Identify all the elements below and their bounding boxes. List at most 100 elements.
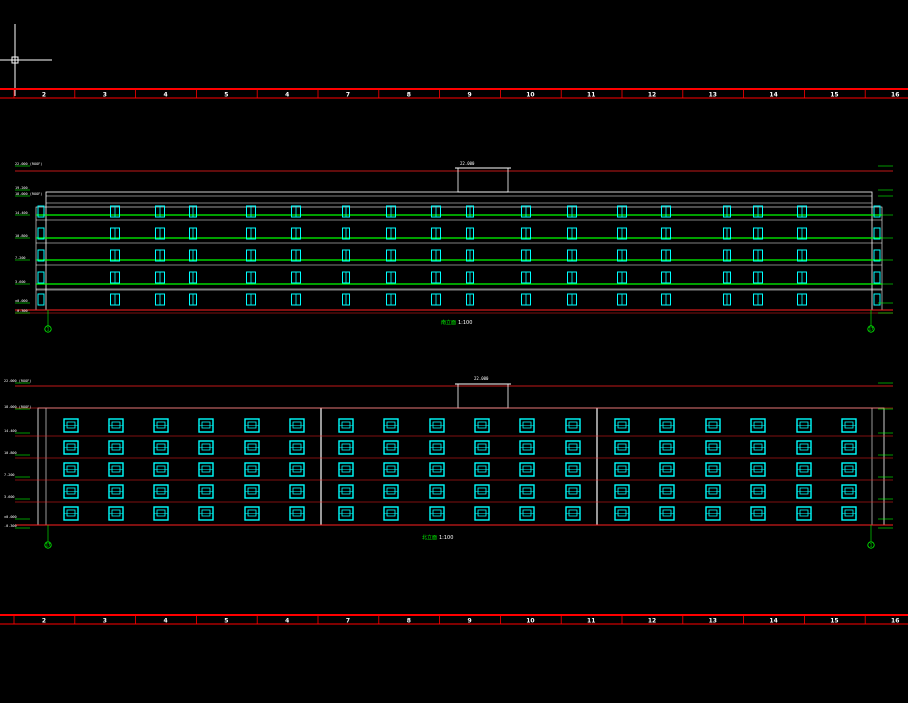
elevation-title: 北立面 xyxy=(422,534,437,541)
window-pane xyxy=(844,509,854,517)
window-pane xyxy=(708,465,718,473)
ruler-label: 15 xyxy=(830,618,838,625)
window-pane xyxy=(753,465,763,473)
window-pane xyxy=(66,465,76,473)
ruler-label: 13 xyxy=(709,618,717,625)
window-pane xyxy=(844,421,854,429)
window-pane xyxy=(247,465,257,473)
ruler-label: 14 xyxy=(769,618,777,625)
cad-crosshair-icon xyxy=(0,24,52,96)
ruler-label: 4 xyxy=(164,92,168,99)
ruler-label: 9 xyxy=(468,618,472,625)
window-pane xyxy=(201,443,211,451)
window-pane xyxy=(568,421,578,429)
window-pane xyxy=(201,487,211,495)
window-pane xyxy=(247,487,257,495)
window-pane xyxy=(708,487,718,495)
window-pane xyxy=(662,465,672,473)
ruler-label: 16 xyxy=(891,618,899,625)
ruler-label: 7 xyxy=(346,618,350,625)
level-label: ±0.000 xyxy=(4,515,17,519)
window-pane xyxy=(477,465,487,473)
level-label: -0.300 xyxy=(4,524,17,528)
window-pane xyxy=(522,465,532,473)
window-pane xyxy=(432,487,442,495)
window xyxy=(873,249,881,262)
window-pane xyxy=(341,509,351,517)
window-pane xyxy=(341,465,351,473)
ruler-label: 11 xyxy=(587,618,595,625)
window-pane xyxy=(292,421,302,429)
window-pane xyxy=(111,421,121,429)
axis-left-label: 1 xyxy=(47,327,50,332)
ruler-label: 4 xyxy=(285,618,289,625)
level-label: 10.800 xyxy=(15,234,28,238)
ruler-label: 15 xyxy=(830,92,838,99)
window-pane xyxy=(522,509,532,517)
window-pane xyxy=(292,465,302,473)
level-label: 18.000 (ROOF) xyxy=(15,192,42,196)
window-pane xyxy=(111,487,121,495)
window-pane xyxy=(66,487,76,495)
window-pane xyxy=(617,509,627,517)
axis-right-label: 1 xyxy=(870,543,873,548)
ruler-label: 4 xyxy=(285,92,289,99)
window-pane xyxy=(156,465,166,473)
window xyxy=(37,227,45,240)
ruler-label: 8 xyxy=(407,618,411,625)
window-pane xyxy=(522,487,532,495)
window-pane xyxy=(662,487,672,495)
window-pane xyxy=(341,443,351,451)
window xyxy=(37,249,45,262)
window-pane xyxy=(708,509,718,517)
window xyxy=(873,293,881,306)
window-pane xyxy=(432,465,442,473)
window-pane xyxy=(522,443,532,451)
window-pane xyxy=(247,421,257,429)
axis-right-label: 17 xyxy=(869,327,874,332)
window-pane xyxy=(522,421,532,429)
ruler-label: 10 xyxy=(526,618,534,625)
window-pane xyxy=(799,465,809,473)
window-pane xyxy=(617,465,627,473)
window-pane xyxy=(708,443,718,451)
window xyxy=(873,227,881,240)
window-pane xyxy=(341,421,351,429)
window-pane xyxy=(386,509,396,517)
ruler-label: 2 xyxy=(42,92,46,99)
window-pane xyxy=(432,443,442,451)
window-pane xyxy=(799,443,809,451)
window-pane xyxy=(753,443,763,451)
window-pane xyxy=(247,443,257,451)
level-label: 3.600 xyxy=(4,495,15,499)
window-pane xyxy=(66,509,76,517)
ruler-label: 3 xyxy=(103,92,107,99)
window-pane xyxy=(708,421,718,429)
window-pane xyxy=(111,465,121,473)
north-elevation: 17 1 22.000 22.000 (ROOF)18.000 (ROOF)14… xyxy=(4,376,893,549)
elevation-scale: 1:100 xyxy=(439,535,453,541)
window-pane xyxy=(617,443,627,451)
ruler-label: 5 xyxy=(224,618,228,625)
window-pane xyxy=(111,443,121,451)
ruler-label: 7 xyxy=(346,92,350,99)
window xyxy=(37,205,45,218)
window-pane xyxy=(753,421,763,429)
window-pane xyxy=(477,421,487,429)
window-pane xyxy=(247,509,257,517)
level-label: 10.800 xyxy=(4,451,17,455)
window xyxy=(37,271,45,284)
window-pane xyxy=(617,421,627,429)
window-pane xyxy=(568,465,578,473)
ruler-label: 3 xyxy=(103,618,107,625)
window-pane xyxy=(66,421,76,429)
level-label: 7.200 xyxy=(4,473,15,477)
window-pane xyxy=(753,509,763,517)
window-pane xyxy=(156,443,166,451)
ruler-label: 10 xyxy=(526,92,534,99)
window-pane xyxy=(844,465,854,473)
level-label: -0.300 xyxy=(15,309,28,313)
